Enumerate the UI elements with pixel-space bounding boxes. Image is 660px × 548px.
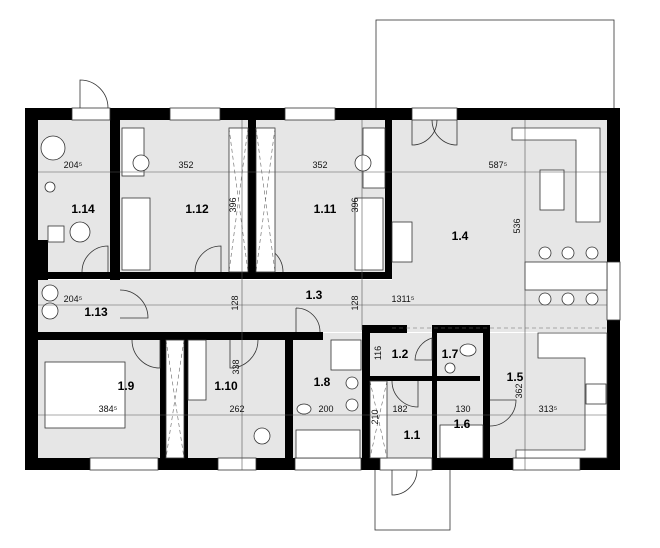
entrance-step [374, 467, 451, 531]
dimension-label: 1311⁵ [391, 294, 414, 304]
dimension-label: 204⁵ [64, 294, 83, 304]
chair-icon [253, 427, 271, 445]
dimension-label: 130 [455, 404, 470, 414]
toilet-icon [296, 403, 312, 415]
washing-machine-icon [41, 302, 59, 320]
dimension-label: 116 [373, 346, 383, 360]
dimension-label: 204⁵ [64, 160, 83, 170]
bed-icon [121, 197, 151, 271]
dimension-label: 338 [231, 359, 241, 374]
dimension-label: 128 [350, 295, 360, 310]
sink-icon [345, 398, 359, 412]
terrace [375, 19, 615, 111]
room-label: 1.11 [314, 202, 337, 216]
dimension-label: 128 [230, 295, 240, 310]
fridge [391, 221, 413, 263]
dimension-label: 396 [228, 197, 238, 212]
room-label: 1.8 [314, 375, 331, 389]
room-label: 1.5 [507, 370, 524, 384]
dimension-labels: 204⁵ 352 352 396 396 587⁵ 536 204⁵ 128 1… [64, 160, 558, 425]
room-labels: 1.14 1.12 1.11 1.4 1.3 1.13 1.9 1.10 1.8… [71, 202, 523, 442]
furniture [40, 127, 608, 459]
washing-machine-icon [41, 284, 59, 302]
stove-icon [585, 383, 607, 405]
dimension-label: 182 [392, 404, 407, 414]
chair-icon [354, 154, 372, 172]
room-label: 1.13 [84, 305, 108, 319]
room-label: 1.9 [118, 379, 135, 393]
windows [71, 107, 621, 471]
room-label: 1.12 [185, 202, 209, 216]
kitchen-counter [511, 127, 601, 223]
shower-icon [439, 424, 484, 459]
dimension-label: 262 [229, 404, 244, 414]
bed-icon [354, 197, 384, 271]
boiler-icon [47, 225, 65, 243]
dimension-label: 352 [178, 160, 193, 170]
toilet-icon [459, 343, 477, 357]
dining-table-icon [524, 261, 608, 291]
sofa-icon [539, 169, 565, 211]
wardrobes [165, 127, 388, 459]
dimension-lines [38, 120, 607, 470]
shower-icon [330, 339, 362, 371]
chair-icon [538, 246, 599, 306]
chair-icon [132, 154, 150, 172]
dimension-label: 210 [370, 409, 380, 424]
dimension-label: 313⁵ [539, 404, 558, 414]
dimension-label: 396 [350, 197, 360, 212]
bathtub-icon [295, 429, 361, 459]
room-label: 1.3 [306, 288, 323, 302]
dimension-label: 200 [318, 404, 333, 414]
washing-machine-icon [69, 221, 91, 243]
sink-icon [44, 181, 56, 193]
dimension-label: 536 [512, 218, 522, 233]
room-label: 1.4 [452, 229, 469, 243]
dimension-label: 587⁵ [489, 160, 508, 170]
room-label: 1.7 [442, 347, 459, 361]
dimension-label: 384⁵ [99, 404, 118, 414]
dimension-label: 362 [514, 383, 524, 398]
sink-icon [345, 376, 359, 390]
dimension-label: 352 [312, 160, 327, 170]
room-label: 1.6 [454, 417, 471, 431]
electric-panel-icon [40, 135, 66, 161]
room-label: 1.10 [214, 379, 238, 393]
sink-icon [444, 362, 456, 374]
room-label: 1.2 [392, 347, 409, 361]
bed-icon [44, 361, 126, 429]
room-label: 1.14 [71, 202, 95, 216]
room-label: 1.1 [404, 428, 421, 442]
